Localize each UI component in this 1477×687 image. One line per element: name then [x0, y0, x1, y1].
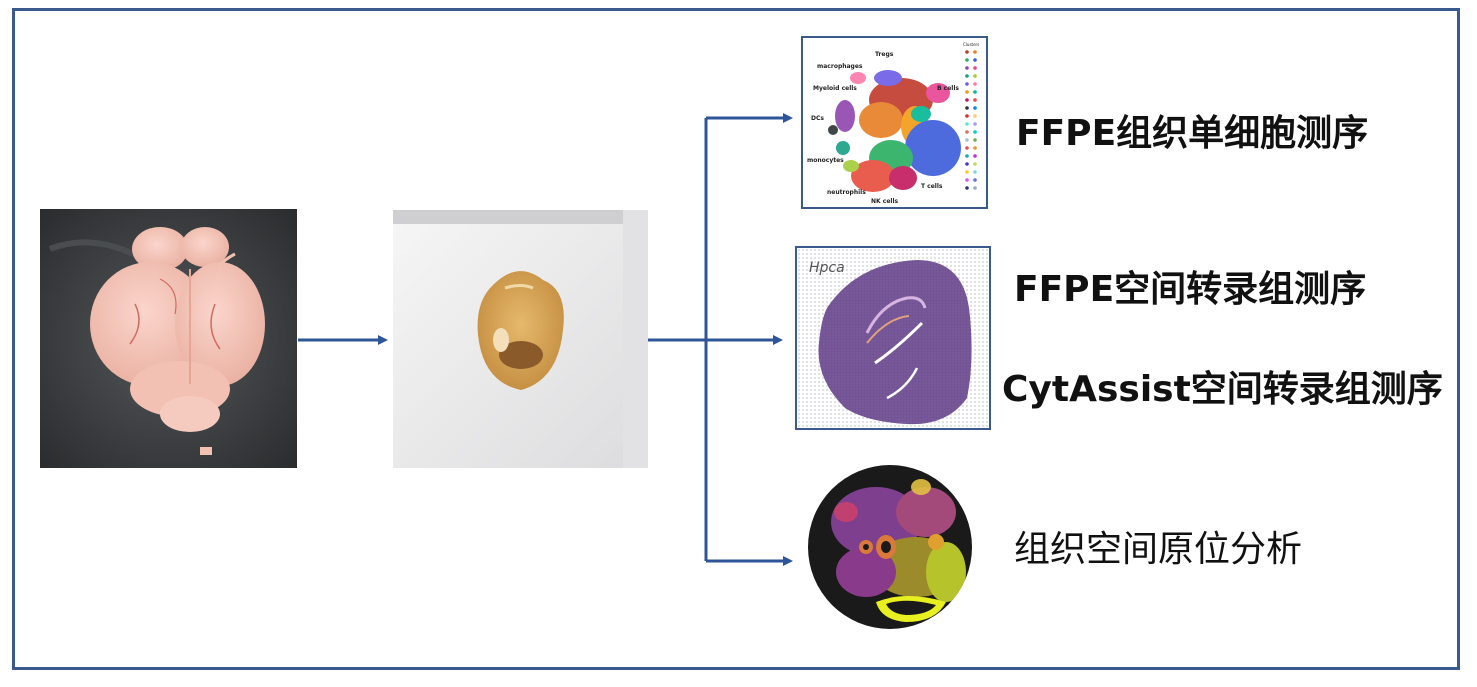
ffpe-block-photo — [393, 210, 648, 468]
tsne-cluster-plot: Clusters Tregs macrophages Myeloid cells… — [801, 36, 988, 209]
output-label-ffpe-single-cell: FFPE组织单细胞测序 — [1016, 113, 1369, 154]
spatial-transcriptomics-map: Hpca — [795, 246, 991, 430]
output-label-ffpe-spatial: FFPE空间转录组测序 — [1014, 269, 1367, 310]
tsne-label-dcs: DCs — [811, 115, 824, 122]
spatial-gene-label: Hpca — [809, 260, 845, 276]
tsne-label-b-cells: B cells — [937, 85, 959, 92]
tsne-label-t-cells: T cells — [921, 183, 943, 190]
tsne-label-nk-cells: NK cells — [871, 198, 898, 205]
output-label-cytassist-spatial: CytAssist空间转录组测序 — [1002, 369, 1443, 410]
output-label-in-situ-analysis: 组织空间原位分析 — [1014, 529, 1303, 570]
tsne-label-clusters: Clusters — [963, 42, 979, 47]
tsne-label-tregs: Tregs — [875, 51, 894, 58]
in-situ-analysis-image — [806, 452, 974, 642]
tsne-label-monocytes: monocytes — [807, 157, 844, 164]
tsne-label-macrophages: macrophages — [817, 63, 863, 70]
fresh-brain-photo — [40, 209, 297, 468]
tsne-label-myeloid-cells: Myeloid cells — [813, 85, 857, 92]
tsne-label-neutrophils: neutrophils — [827, 189, 866, 196]
diagram-frame — [12, 8, 1460, 670]
